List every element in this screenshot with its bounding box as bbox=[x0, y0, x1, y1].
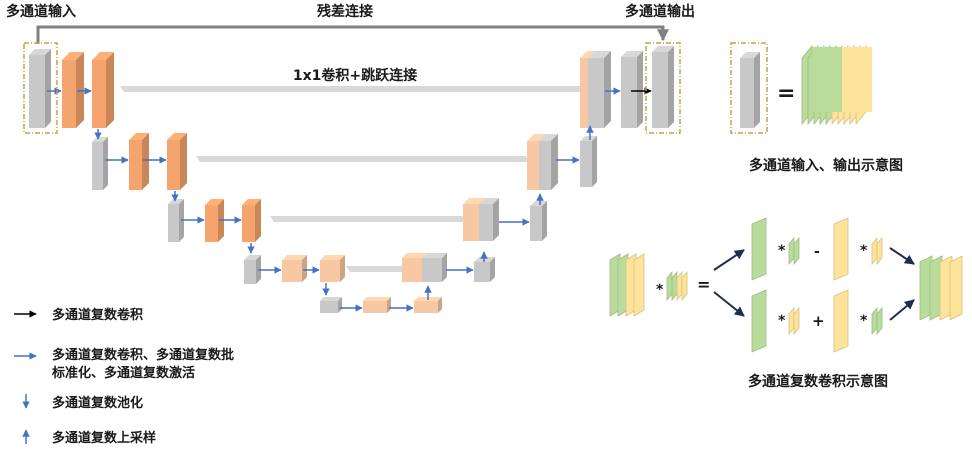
conv-star-2: * bbox=[778, 243, 786, 259]
conv-output-sheet-3 bbox=[939, 255, 953, 321]
enc4-block-a bbox=[282, 255, 307, 282]
legend-text-3: 多通道复数池化 bbox=[52, 395, 143, 411]
io-illustration bbox=[730, 42, 872, 134]
enc3-block-a bbox=[205, 199, 224, 242]
legend-text-4: 多通道复数上采样 bbox=[52, 430, 156, 446]
conv-prod-2-input bbox=[833, 217, 849, 281]
io-sheet-face-10 bbox=[866, 47, 872, 112]
io-sheet-face-2 bbox=[818, 47, 824, 112]
io-dashed-box bbox=[730, 42, 768, 134]
io-sheet-face-5 bbox=[836, 47, 842, 112]
conv-output-sheet-1 bbox=[919, 255, 933, 321]
conv-output-sheet-4 bbox=[949, 255, 963, 321]
conv-input-sheet-2 bbox=[617, 253, 629, 317]
feature-blocks bbox=[29, 46, 674, 313]
dec3-out-block bbox=[530, 201, 547, 241]
skip-bar-level-2 bbox=[196, 156, 530, 162]
io-sheet-face-9 bbox=[860, 47, 866, 112]
flow-arrows bbox=[47, 87, 652, 312]
io-sheet-face-8 bbox=[854, 47, 860, 112]
conv-star-5: * bbox=[860, 313, 868, 329]
conv-prod-4-kernel-1 bbox=[871, 306, 878, 336]
conv-prod-1-kernel-1 bbox=[788, 236, 795, 266]
dec4-out-block bbox=[474, 257, 495, 282]
conv-arrow-down-left bbox=[713, 291, 745, 317]
legend-text-2: 多通道复数卷积、多通道复数批 bbox=[52, 347, 234, 363]
dec2-out-block bbox=[580, 136, 597, 187]
io-equals: = bbox=[777, 81, 795, 106]
conv-arrow-up-left bbox=[713, 249, 745, 271]
enc4-input-block bbox=[244, 255, 261, 284]
conv-prod-3-kernel-1 bbox=[788, 306, 795, 336]
dec4-concat-gray bbox=[422, 253, 447, 282]
conv-kernel-sheet-1 bbox=[666, 270, 673, 302]
conv-kernel-sheet-3 bbox=[676, 270, 683, 302]
enc4-block-b bbox=[320, 255, 345, 282]
dec2-concat-gray bbox=[539, 134, 558, 190]
enc1-block-b bbox=[92, 52, 114, 128]
enc1-block-a bbox=[62, 52, 84, 128]
conv-title: 多通道复数卷积示意图 bbox=[748, 373, 888, 390]
conv-star-3: * bbox=[860, 243, 868, 259]
skip-bar-level-1 bbox=[120, 86, 584, 92]
conv-star-4: * bbox=[778, 313, 786, 329]
conv-prod-3-input bbox=[751, 289, 767, 353]
conv-input-sheet-4 bbox=[633, 253, 645, 317]
enc2-input-block bbox=[92, 137, 108, 190]
enc2-block-a bbox=[129, 133, 149, 190]
conv-prod-2-kernel-1 bbox=[871, 236, 878, 266]
conv-kernel-sheet-4 bbox=[681, 270, 688, 302]
conv-prod-4-kernel-2 bbox=[876, 306, 883, 336]
conv-input-sheet-3 bbox=[625, 253, 637, 317]
conv-star-1: * bbox=[656, 282, 664, 298]
io-gray-block bbox=[740, 52, 760, 128]
conv-prod-2-kernel-2 bbox=[876, 236, 883, 266]
output-label: 多通道输出 bbox=[625, 3, 695, 20]
input-dashed-box bbox=[23, 42, 58, 134]
conv-arrow-up-right bbox=[889, 247, 915, 265]
legend-text-1: 多通道复数卷积 bbox=[52, 307, 143, 323]
skip-bar-level-4 bbox=[346, 266, 406, 272]
dec1-concat-gray bbox=[588, 51, 611, 128]
bottleneck-block-a bbox=[363, 297, 391, 313]
skip-bar-level-3 bbox=[270, 216, 466, 222]
io-sheet-face-1 bbox=[812, 47, 818, 112]
conv-illustration bbox=[609, 217, 963, 353]
skip-label: 1x1卷积+跳跃连接 bbox=[293, 67, 417, 84]
enc2-block-b bbox=[167, 133, 187, 190]
conv-minus: - bbox=[814, 244, 820, 260]
conv-arrow-down-right bbox=[889, 299, 915, 321]
conv-equals: = bbox=[697, 275, 710, 294]
io-title: 多通道输入、输出示意图 bbox=[749, 157, 903, 174]
output-block bbox=[652, 46, 674, 128]
conv-prod-3-kernel-2 bbox=[793, 306, 800, 336]
bottleneck-input-block bbox=[320, 297, 342, 313]
conv-output-sheet-2 bbox=[929, 255, 943, 321]
legend: 多通道复数卷积 多通道复数卷积、多通道复数批 标准化、多通道复数激活 多通道复数… bbox=[14, 307, 234, 446]
input-label: 多通道输入 bbox=[6, 3, 76, 20]
residual-connection-line bbox=[36, 25, 669, 44]
io-sheet-face-7 bbox=[848, 47, 854, 112]
conv-kernel-sheet-2 bbox=[671, 270, 678, 302]
conv-plus: + bbox=[812, 312, 825, 330]
skip-connections bbox=[120, 86, 584, 272]
io-sheet-face-3 bbox=[824, 47, 830, 112]
residual-label: 残差连接 bbox=[317, 3, 373, 20]
enc3-block-b bbox=[242, 199, 261, 242]
io-sheet-face-4 bbox=[830, 47, 836, 112]
conv-prod-1-kernel-2 bbox=[793, 236, 800, 266]
dec3-concat-gray bbox=[479, 198, 499, 241]
output-dashed-box bbox=[645, 42, 681, 134]
legend-text-2b: 标准化、多通道复数激活 bbox=[51, 365, 195, 381]
dec1-out-block bbox=[621, 51, 643, 128]
enc1-input-block bbox=[29, 49, 51, 128]
conv-prod-4-input bbox=[833, 289, 849, 353]
io-sheet-face-6 bbox=[842, 47, 848, 112]
conv-prod-1-input bbox=[751, 217, 767, 281]
conv-input-sheet-1 bbox=[609, 253, 621, 317]
